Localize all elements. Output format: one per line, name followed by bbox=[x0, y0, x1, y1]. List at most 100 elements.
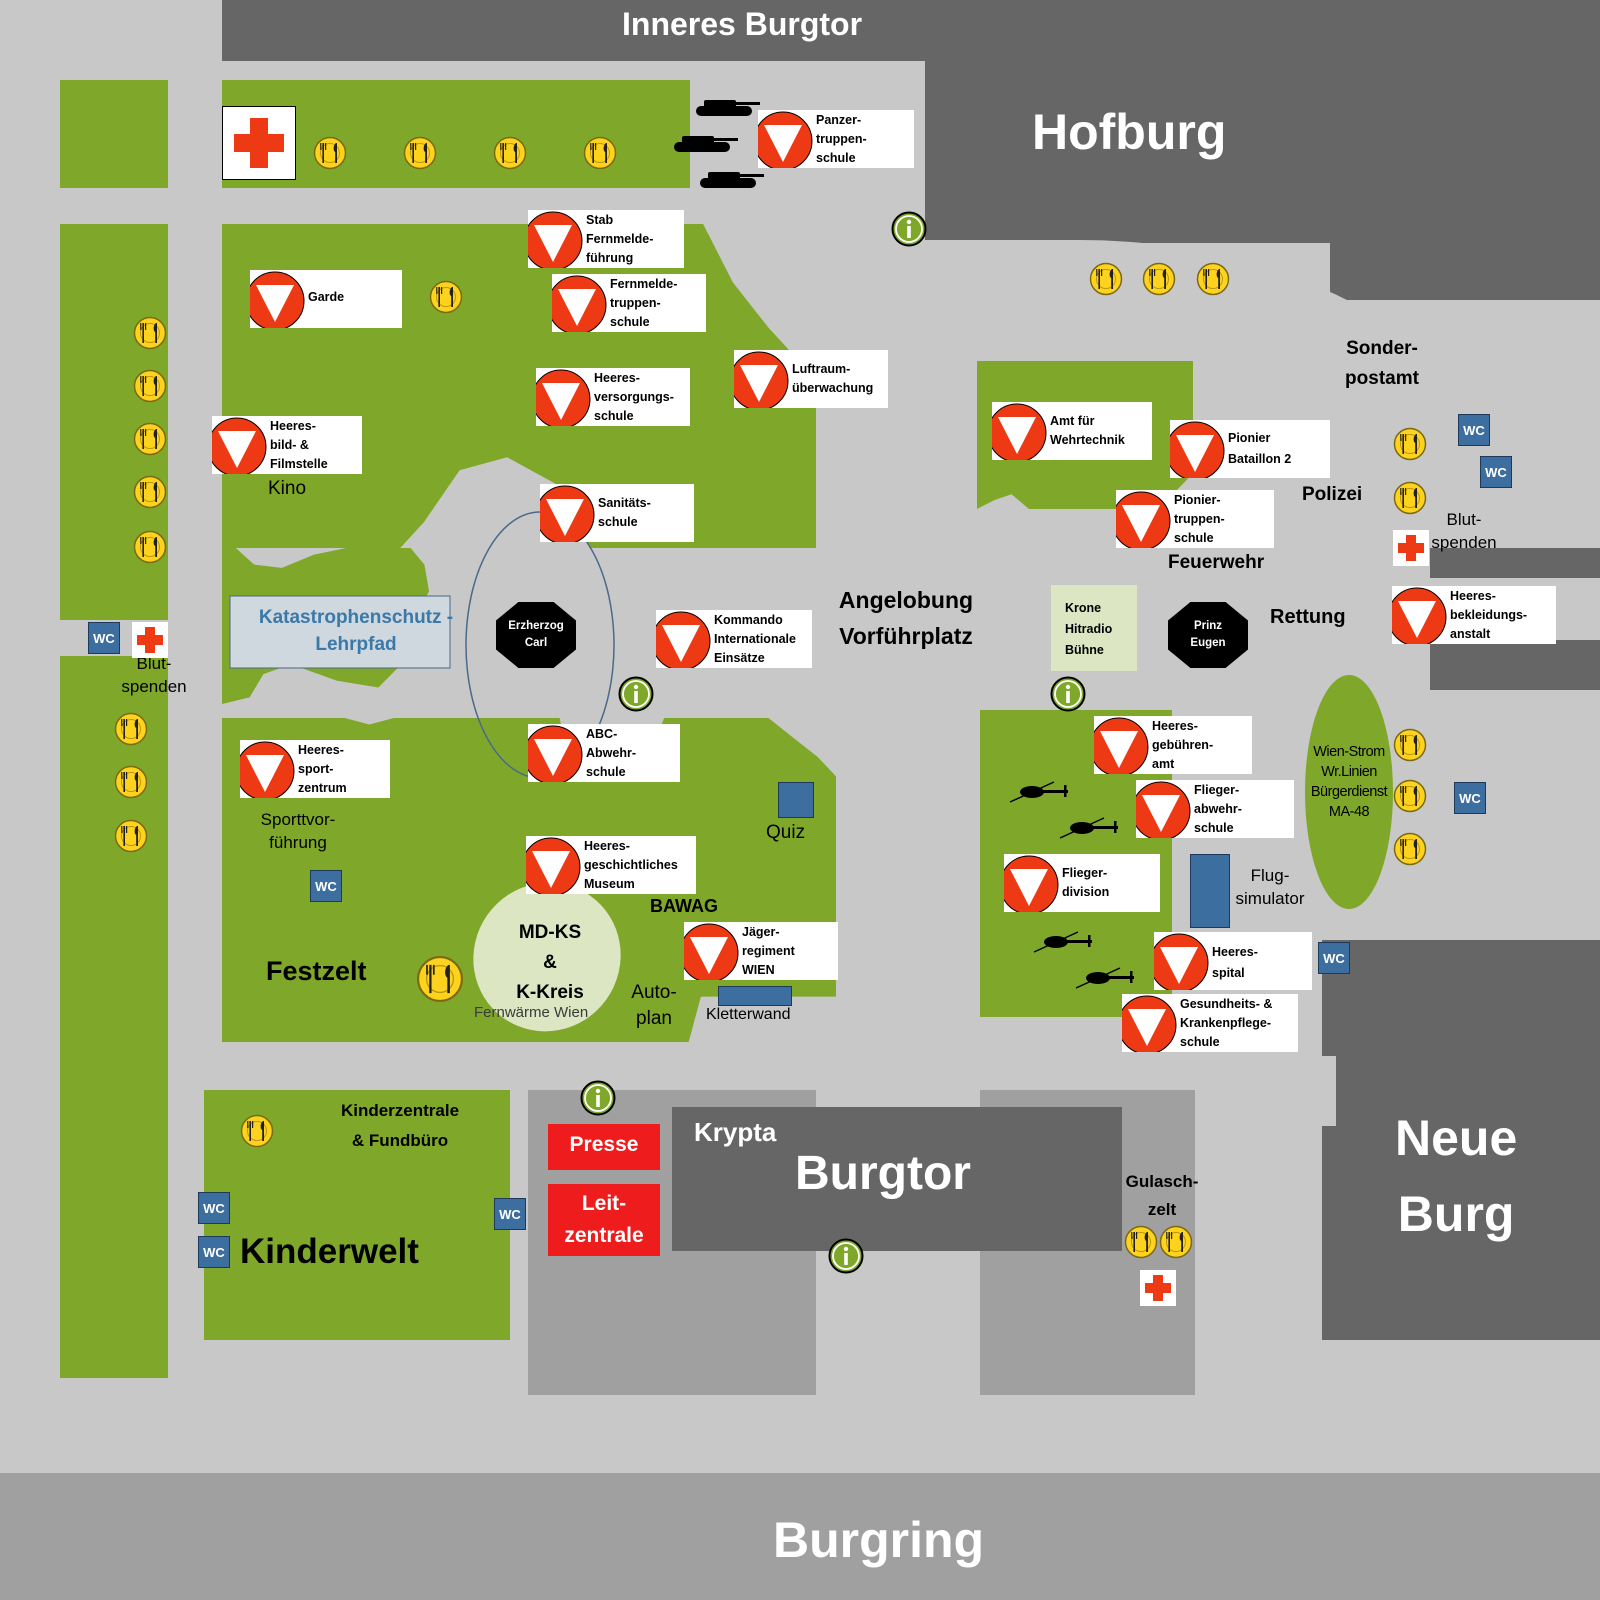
info-point-icon[interactable] bbox=[618, 676, 654, 712]
wc-icon[interactable]: WC bbox=[1454, 782, 1486, 814]
burgtor-building bbox=[672, 1107, 1122, 1251]
kino-label: Kino bbox=[268, 478, 307, 499]
flugsimulator-label: Flug- simulator bbox=[1235, 866, 1305, 908]
red-cross-icon[interactable] bbox=[1393, 530, 1429, 566]
restaurant-icon bbox=[1089, 262, 1123, 296]
bundesheer-badge-icon bbox=[528, 725, 583, 782]
info-point-icon[interactable] bbox=[828, 1238, 864, 1274]
restaurant-icon bbox=[133, 369, 167, 403]
prinz-eugen-label: Prinz Eugen bbox=[1190, 620, 1226, 649]
wc-icon[interactable]: WC bbox=[198, 1192, 230, 1224]
red-cross-icon[interactable] bbox=[1140, 1270, 1176, 1306]
stand-sanitaetsschule-label: Sanitäts- schule bbox=[598, 496, 651, 529]
stand-pionier-bataillon-2[interactable]: Pionier Bataillon 2 bbox=[1170, 420, 1330, 478]
bundesheer-badge-icon bbox=[1136, 781, 1191, 838]
stand-panzertruppenschule-label: Panzer- truppen- schule bbox=[816, 113, 867, 165]
stand-kommando-label: Kommando Internationale Einsätze bbox=[714, 613, 796, 665]
wc-icon[interactable]: WC bbox=[1458, 414, 1490, 446]
stand-heeresspital[interactable]: Heeres- spital bbox=[1154, 932, 1312, 990]
stand-panzertruppenschule[interactable]: Panzer- truppen- schule bbox=[758, 110, 914, 168]
stand-pioniertruppenschule-label: Pionier- truppen- schule bbox=[1174, 493, 1225, 545]
wc-icon[interactable]: WC bbox=[494, 1198, 526, 1230]
info-point-icon[interactable] bbox=[891, 211, 927, 247]
helicopter-icon bbox=[1054, 812, 1124, 840]
burgtor-label: Burgtor bbox=[795, 1147, 971, 1200]
kinderzentrale-label: Kinderzentrale & Fundbüro bbox=[340, 1101, 460, 1150]
flugsimulator-stand[interactable] bbox=[1190, 854, 1230, 928]
stand-pioniertruppenschule[interactable]: Pionier- truppen- schule bbox=[1116, 490, 1274, 548]
stand-garde[interactable]: Garde bbox=[250, 270, 402, 328]
info-point-icon[interactable] bbox=[1050, 676, 1086, 712]
leitzentrale-box[interactable] bbox=[548, 1184, 660, 1256]
autoplan-label: Auto- plan bbox=[631, 982, 677, 1029]
wien-strom-oval bbox=[1305, 675, 1393, 909]
wc-icon[interactable]: WC bbox=[88, 622, 120, 654]
stand-sanitaetsschule[interactable]: Sanitäts- schule bbox=[540, 484, 694, 542]
kinderwelt-label: Kinderwelt bbox=[240, 1232, 419, 1271]
wc-icon[interactable]: WC bbox=[1480, 456, 1512, 488]
stand-pionier-bataillon-label: Pionier Bataillon 2 bbox=[1228, 431, 1292, 466]
bundesheer-badge-icon bbox=[734, 351, 789, 408]
stand-bekleidungsanstalt-label: Heeres- bekleidungs- anstalt bbox=[1450, 589, 1528, 641]
stand-abc-abwehrschule[interactable]: ABC- Abwehr- schule bbox=[528, 724, 680, 782]
stand-abc-abwehrschule-label: ABC- Abwehr- schule bbox=[586, 727, 636, 779]
erzherzog-carl-monument[interactable]: Erzherzog Carl bbox=[496, 602, 576, 668]
neue-burg-line1: Neue bbox=[1395, 1110, 1518, 1166]
presse-label: Presse bbox=[569, 1133, 639, 1156]
restaurant-icon bbox=[313, 136, 347, 170]
bundesheer-badge-icon bbox=[1170, 421, 1225, 478]
stand-fliegerabwehrschule[interactable]: Flieger- abwehr- schule bbox=[1136, 780, 1294, 838]
tank-icon bbox=[668, 128, 738, 156]
restaurant-icon bbox=[1159, 1225, 1193, 1259]
stand-museum-label: Heeres- geschichtliches Museum bbox=[584, 839, 678, 891]
red-cross-icon[interactable] bbox=[132, 622, 168, 658]
restaurant-icon bbox=[583, 136, 617, 170]
blutspenden-right-label: Blut- spenden bbox=[1431, 510, 1497, 552]
building-strip-right bbox=[1430, 548, 1600, 578]
festzelt-label: Festzelt bbox=[266, 956, 367, 986]
stand-kommando-internationale-einsaetze[interactable]: Kommando Internationale Einsätze bbox=[656, 610, 812, 668]
stand-jaegerregiment-wien[interactable]: Jäger- regiment WIEN bbox=[684, 922, 838, 980]
stand-heeresversorgungsschule[interactable]: Heeres- versorgungs- schule bbox=[536, 368, 690, 426]
wc-icon[interactable]: WC bbox=[1318, 942, 1350, 974]
wc-icon[interactable]: WC bbox=[310, 870, 342, 902]
stand-heeresbild-filmstelle[interactable]: Heeres- bild- & Filmstelle bbox=[212, 416, 362, 474]
green-top-row bbox=[222, 80, 690, 188]
green-strip-left-top bbox=[60, 80, 168, 188]
quiz-stand[interactable] bbox=[778, 782, 814, 818]
restaurant-icon bbox=[416, 955, 464, 1003]
stand-amt-fuer-wehrtechnik[interactable]: Amt für Wehrtechnik bbox=[992, 402, 1152, 460]
stand-wehrtechnik-label: Amt für Wehrtechnik bbox=[1050, 414, 1125, 447]
red-cross-icon[interactable] bbox=[222, 106, 296, 180]
restaurant-icon bbox=[1393, 427, 1427, 461]
stand-heeressportzentrum-label: Heeres- sport- zentrum bbox=[298, 743, 347, 795]
kletterwand-stand[interactable] bbox=[718, 986, 792, 1006]
fernwaerme-label: Fernwärme Wien bbox=[474, 1004, 589, 1021]
wc-icon[interactable]: WC bbox=[198, 1236, 230, 1268]
stand-fernmeldetruppenschule[interactable]: Fernmelde- truppen- schule bbox=[552, 274, 706, 332]
stand-heeresbekleidungsanstalt[interactable]: Heeres- bekleidungs- anstalt bbox=[1392, 586, 1556, 644]
krone-hitradio-stage[interactable] bbox=[1051, 585, 1137, 671]
stand-gesundheits-krankenpflegeschule[interactable]: Gesundheits- & Krankenpflege- schule bbox=[1122, 994, 1298, 1052]
bundesheer-badge-icon bbox=[1392, 587, 1447, 644]
info-point-icon[interactable] bbox=[580, 1080, 616, 1116]
stand-luftraumueberwachung[interactable]: Luftraum- überwachung bbox=[734, 350, 888, 408]
angelobung-label: Angelobung Vorführplatz bbox=[838, 587, 974, 649]
krypta-label: Krypta bbox=[694, 1117, 777, 1147]
helicopter-icon bbox=[1004, 776, 1074, 804]
stand-heeresgebuehrenamt[interactable]: Heeres- gebühren- amt bbox=[1094, 716, 1252, 774]
hofburg-building-right bbox=[1330, 200, 1600, 300]
stand-stab-fernmeldefuehrung[interactable]: Stab Fernmelde- führung bbox=[528, 210, 684, 268]
restaurant-icon bbox=[1393, 779, 1427, 813]
bundesheer-badge-icon bbox=[250, 271, 305, 328]
restaurant-icon bbox=[114, 765, 148, 799]
stand-heeressportzentrum[interactable]: Heeres- sport- zentrum bbox=[240, 740, 390, 798]
helicopter-icon bbox=[1070, 962, 1140, 990]
stand-heeresgeschichtliches-museum[interactable]: Heeres- geschichtliches Museum bbox=[526, 836, 696, 894]
restaurant-icon bbox=[114, 819, 148, 853]
bundesheer-badge-icon bbox=[1116, 491, 1171, 548]
green-strip-left-bottom bbox=[60, 656, 168, 1378]
prinz-eugen-monument[interactable]: Prinz Eugen bbox=[1168, 602, 1248, 668]
stand-fliegerdivision[interactable]: Flieger- division bbox=[1004, 854, 1160, 912]
presse-box[interactable] bbox=[548, 1124, 660, 1170]
